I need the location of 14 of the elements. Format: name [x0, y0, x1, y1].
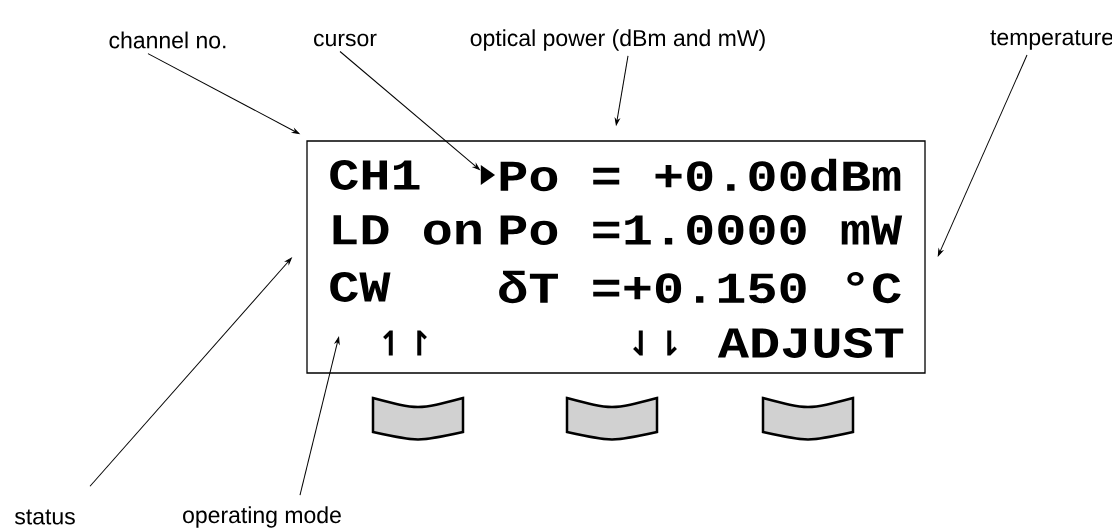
callout-label: cursor — [314, 33, 377, 47]
leader-arrow — [614, 55, 629, 126]
callout-label: status — [14, 509, 75, 525]
leader-arrow — [937, 54, 1028, 257]
leader-arrow — [299, 337, 340, 496]
callout-label: optical power (dBm and mW) — [470, 29, 765, 51]
leader-arrow — [89, 257, 292, 487]
callout-label: temperature — [990, 30, 1112, 50]
cursor-triangle — [480, 165, 496, 185]
callout-label: channel no. — [109, 31, 226, 49]
callout-label: operating mode — [183, 506, 341, 528]
leader-arrow — [339, 51, 480, 170]
leader-arrow — [147, 53, 300, 135]
display-panel: CH1 Po = +0.00dBm LD on Po =1.0000 mW CW δT =+0.150 °C ↿↾ ⇃⇂ ADJUST — [306, 140, 926, 374]
